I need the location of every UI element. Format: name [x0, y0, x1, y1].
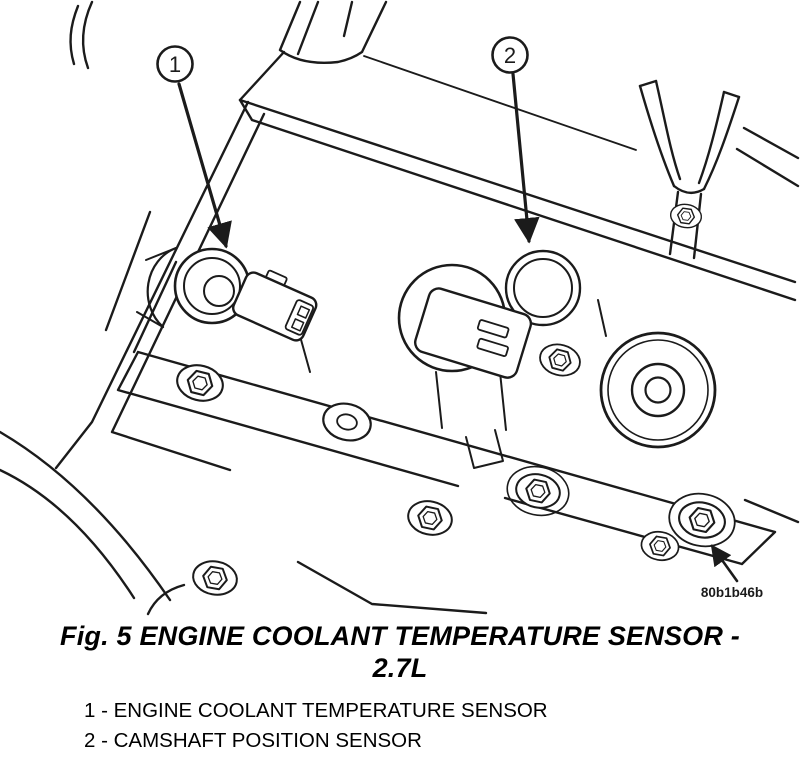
legend-item-coolant-sensor: 1 - ENGINE COOLANT TEMPERATURE SENSOR: [84, 698, 548, 722]
figure-caption: Fig. 5 ENGINE COOLANT TEMPERATURE SENSOR…: [0, 620, 800, 685]
legend-item-camshaft-sensor: 2 - CAMSHAFT POSITION SENSOR: [84, 728, 422, 752]
callout-2-arrow: [511, 72, 540, 244]
bracket-fork-drawing: [638, 79, 741, 260]
callout-2-number: 2: [504, 43, 516, 68]
figure-legend: 1 - ENGINE COOLANT TEMPERATURE SENSOR 2 …: [84, 696, 800, 755]
idler-pulley-drawing: [599, 331, 717, 449]
part-code: 80b1b46b: [701, 544, 763, 600]
camshaft-position-sensor-drawing: [397, 249, 585, 382]
mounting-bolts: [172, 359, 736, 600]
coolant-temp-sensor-drawing: [136, 246, 318, 342]
part-code-arrow: [710, 544, 739, 583]
figure-caption-line1: Fig. 5 ENGINE COOLANT TEMPERATURE SENSOR…: [60, 621, 740, 651]
engine-illustration: 1 2 80b1b46b: [0, 0, 800, 616]
callout-1: 1: [156, 45, 232, 249]
figure-caption-line2: 2.7L: [372, 653, 428, 684]
part-code-label: 80b1b46b: [701, 585, 763, 600]
callout-1-number: 1: [169, 52, 181, 77]
callout-1-circle: [156, 45, 194, 83]
callout-2: 2: [491, 36, 540, 244]
callout-2-circle: [491, 36, 529, 74]
callout-1-arrow: [177, 82, 232, 249]
